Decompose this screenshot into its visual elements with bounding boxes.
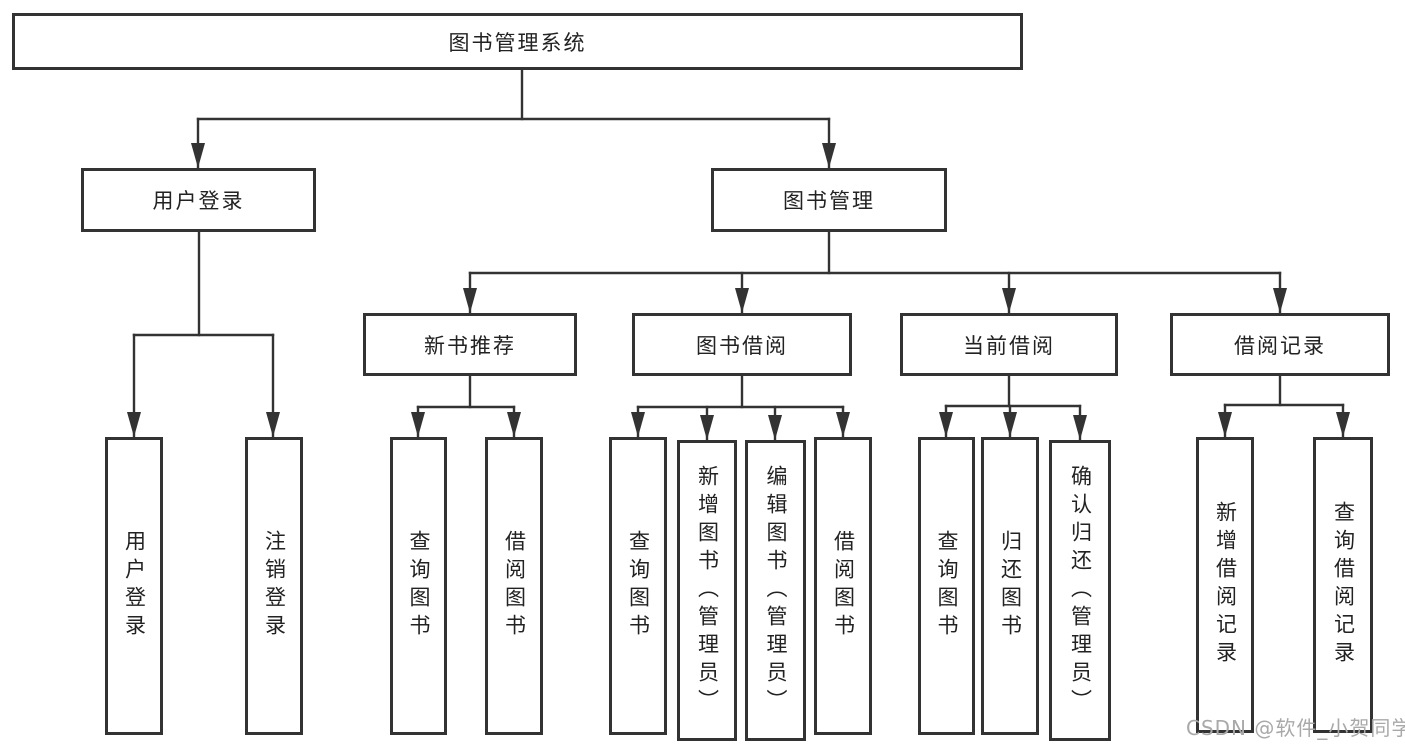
connector-bookborrow-children [631,374,850,442]
node-root-system: 图书管理系统 [12,13,1023,70]
connector-root-children [191,67,836,170]
leaf-return-book: 归还图书 [981,437,1039,735]
node-current-borrow: 当前借阅 [900,313,1118,376]
node-borrow-records: 借阅记录 [1170,313,1390,376]
leaf-newbooks-borrow-book: 借阅图书 [485,437,543,735]
leaf-confirm-return-admin: 确认归还（管理员） [1049,440,1111,741]
connector-currentborrow-children [939,374,1087,442]
node-user-login: 用户登录 [81,168,316,232]
connector-manage-children [463,230,1287,315]
leaf-edit-book-admin: 编辑图书（管理员） [745,440,806,741]
leaf-newbooks-query-book: 查询图书 [390,437,447,735]
node-book-borrow: 图书借阅 [632,313,852,376]
node-book-management: 图书管理 [711,168,947,232]
leaf-borrow-borrow-book: 借阅图书 [814,437,872,735]
connector-newbooks-children [411,374,521,439]
leaf-user-login: 用户登录 [105,437,163,735]
connector-borrowrecords-children [1218,374,1350,439]
leaf-logout: 注销登录 [245,437,303,735]
leaf-borrow-query-book: 查询图书 [609,437,667,735]
leaf-query-borrow-record: 查询借阅记录 [1313,437,1373,733]
leaf-add-borrow-record: 新增借阅记录 [1196,437,1254,733]
node-new-book-recommend: 新书推荐 [363,313,577,376]
connector-login-children [127,230,280,439]
leaf-add-book-admin: 新增图书（管理员） [677,440,737,741]
csdn-watermark: CSDN @软件_小贺同学 [1186,716,1405,740]
leaf-current-query-book: 查询图书 [918,437,975,735]
